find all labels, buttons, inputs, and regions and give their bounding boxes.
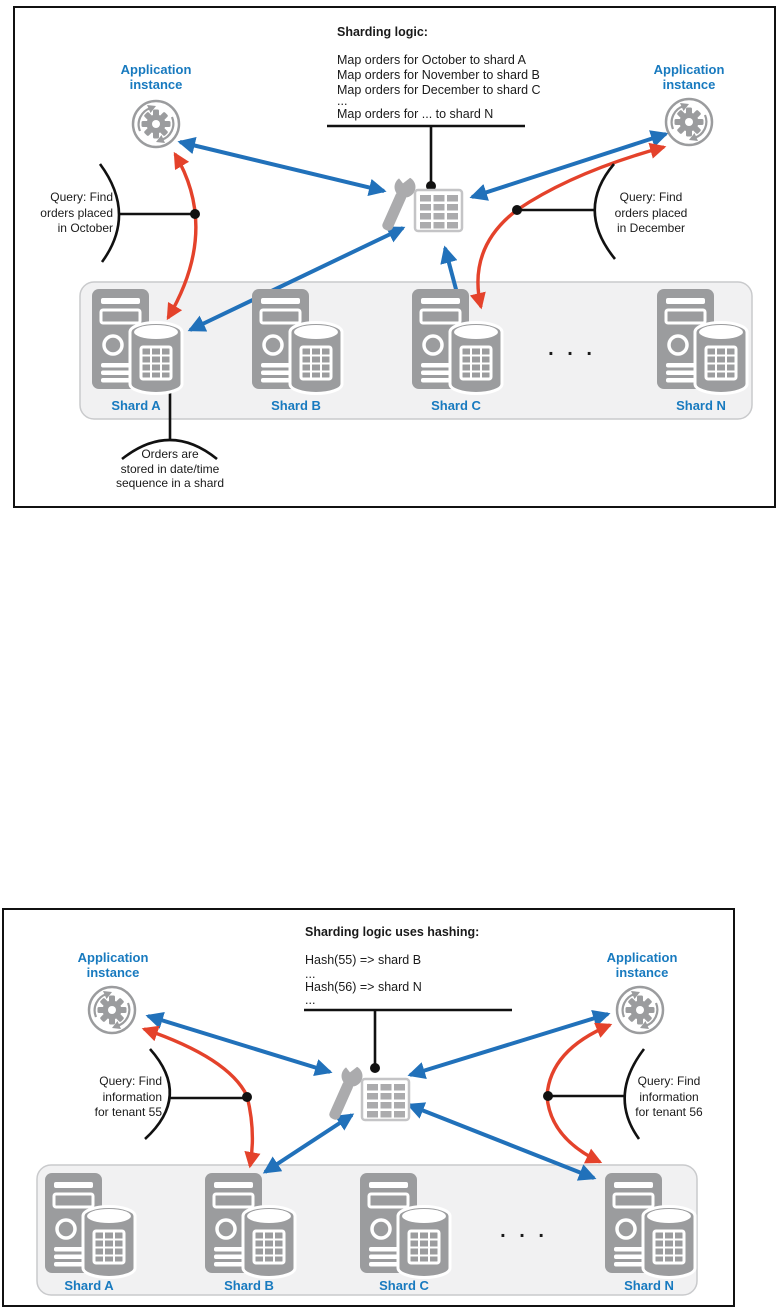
query-right-callout: Query: Find orders placed in December <box>614 190 688 235</box>
diagram-range-sharding: Sharding logic: Map orders for October t… <box>13 6 776 508</box>
app-instance-right-label: Application instance <box>606 950 678 980</box>
shard-b-label: Shard B <box>224 1278 274 1293</box>
shard-a-label: Shard A <box>64 1278 114 1293</box>
order-sequence-note: Orders are stored in date/time sequence … <box>115 447 225 490</box>
query-left-callout: Query: Find orders placed in October <box>40 190 113 235</box>
shard-c-label: Shard C <box>431 398 481 413</box>
sharding-logic-icon <box>379 164 464 234</box>
app-instance-right-icon <box>615 985 665 1035</box>
query-left-callout: Query: Find information for tenant 55 <box>94 1074 162 1119</box>
logic-line: Map orders for ... to shard N <box>337 107 494 121</box>
note-dome <box>121 438 218 461</box>
logic-line: Map orders for November to shard B <box>337 68 540 82</box>
arc-appright-shardn <box>545 1022 613 1164</box>
sharding-logic-icon <box>326 1053 411 1123</box>
logic-line: ... <box>305 993 316 1007</box>
arrow-logic-shardb <box>262 1113 355 1174</box>
arrow-sharda-logic <box>187 226 406 332</box>
shards-ellipsis: . . . <box>500 1220 548 1242</box>
shard-b-label: Shard B <box>271 398 321 413</box>
shard-c-label: Shard C <box>379 1278 429 1293</box>
shards-ellipsis: . . . <box>548 338 596 360</box>
arrow-appleft-logic <box>145 1011 333 1077</box>
diagram1-canvas <box>79 97 753 461</box>
logic-line: Hash(56) => shard N <box>305 980 422 994</box>
diagram-hash-sharding: Sharding logic uses hashing: Hash(55) =>… <box>2 908 735 1307</box>
app-instance-right-label: Application instance <box>653 62 725 92</box>
arc-appleft-sharda <box>166 151 198 321</box>
black-connectors <box>98 124 617 461</box>
query-right-callout: Query: Find information for tenant 56 <box>635 1074 703 1119</box>
shard-a-label: Shard A <box>111 398 161 413</box>
bracket-left <box>144 1048 172 1140</box>
app-instance-left-icon <box>131 99 181 149</box>
logic-line: Map orders for December to shard C <box>337 83 541 97</box>
arrow-logic-shardn <box>406 1102 597 1181</box>
arrow-appright-logic <box>407 1009 611 1080</box>
shard-n-label: Shard N <box>676 398 726 413</box>
bracket-left <box>98 163 121 263</box>
app-instance-left-icon <box>87 985 137 1035</box>
logic-line: Hash(55) => shard B <box>305 953 422 967</box>
arrow-appright-logic <box>469 130 669 201</box>
black-connectors <box>144 1008 646 1140</box>
logic-title: Sharding logic uses hashing: <box>305 925 480 939</box>
logic-line: ... <box>337 94 348 108</box>
logic-line: Map orders for October to shard A <box>337 53 526 67</box>
connector-dots <box>242 1063 553 1102</box>
diagram2-canvas <box>36 985 698 1296</box>
logic-title: Sharding logic: <box>337 25 428 39</box>
app-instance-left-label: Application instance <box>120 62 192 92</box>
arrow-appleft-logic <box>177 136 387 197</box>
logic-line: ... <box>305 967 316 981</box>
app-instance-left-label: Application instance <box>77 950 149 980</box>
shard-n-label: Shard N <box>624 1278 674 1293</box>
app-instance-right-icon <box>664 97 714 147</box>
